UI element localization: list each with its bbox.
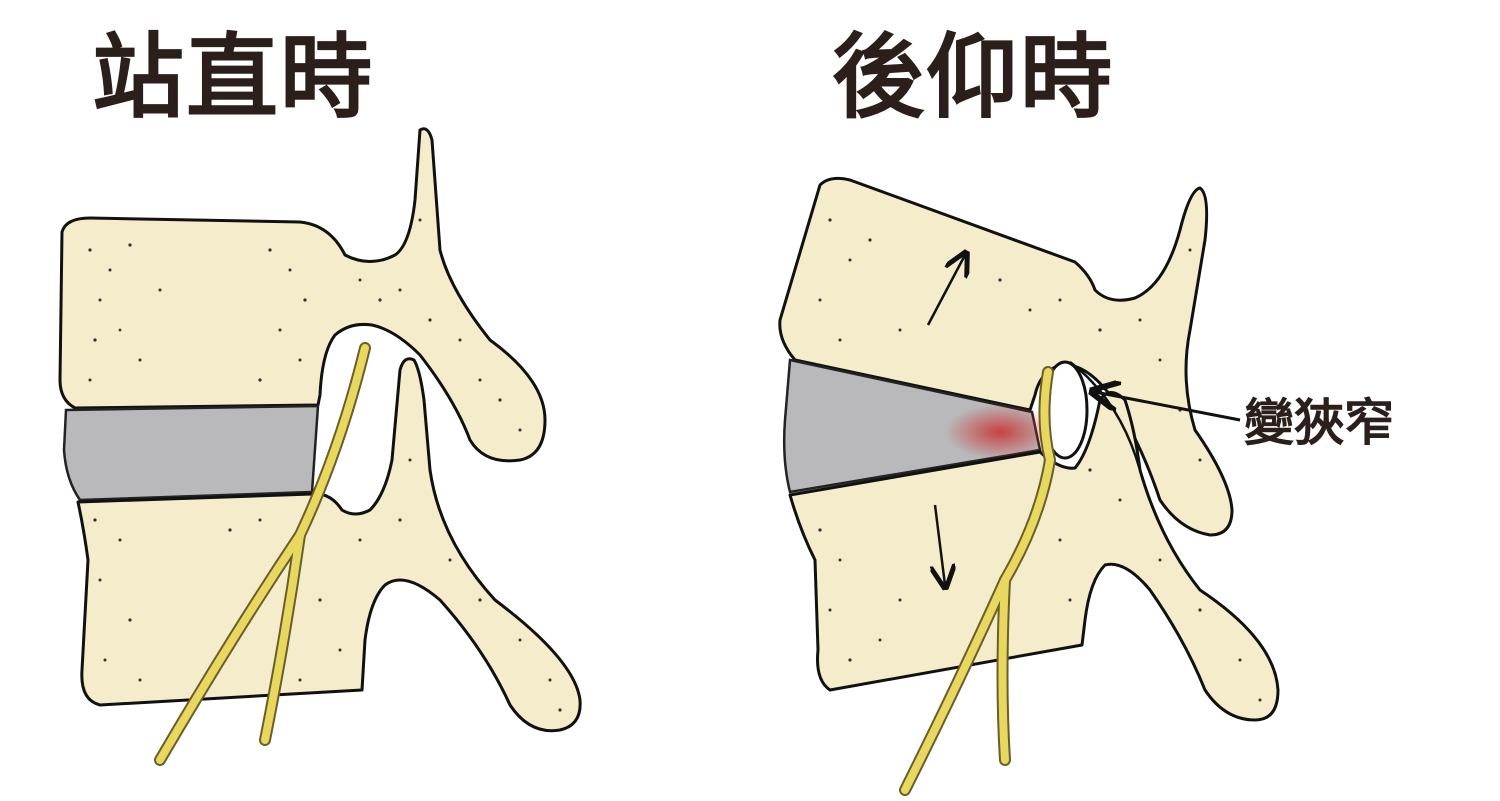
standing-spine xyxy=(60,129,580,760)
intervertebral-disc xyxy=(64,406,318,500)
extension-spine xyxy=(780,178,1278,790)
